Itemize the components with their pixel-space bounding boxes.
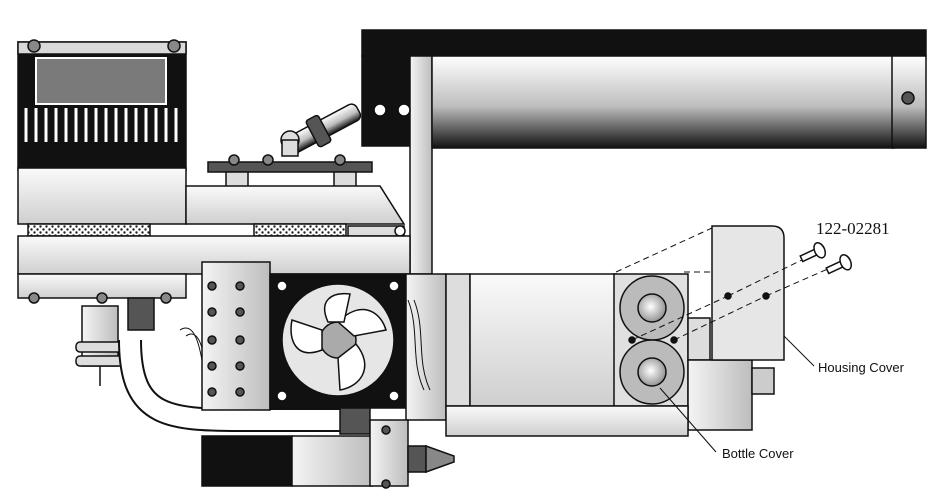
fan-right-plate	[405, 273, 447, 421]
tube-end-screw	[901, 91, 915, 105]
heat-sink-block	[17, 39, 187, 225]
gasket-right	[253, 223, 347, 237]
housing-cover-label: Housing Cover	[818, 360, 905, 375]
nozzle-and-tubing	[75, 297, 340, 432]
coolant-tube	[120, 339, 340, 430]
main-block	[469, 273, 617, 407]
tube-fitting	[127, 297, 155, 331]
fan-block	[201, 261, 447, 421]
side-knob	[751, 367, 775, 395]
cone-nozzle	[425, 444, 455, 474]
top-plate	[207, 161, 373, 173]
wedge-plate	[185, 185, 406, 225]
motor-dark-housing	[201, 435, 293, 487]
bottom-motor	[201, 419, 455, 489]
angled-knob	[280, 103, 362, 157]
bracket-screw-1	[373, 103, 387, 117]
upper-tube-assembly	[361, 29, 927, 275]
gasket-left	[27, 223, 151, 237]
bottle-cover-label: Bottle Cover	[722, 446, 794, 461]
upper-bracket-left	[361, 55, 413, 147]
heat-sink-base	[17, 167, 187, 225]
heat-sink-fins	[24, 108, 178, 142]
leader-lines	[659, 335, 815, 453]
vertical-post	[409, 55, 433, 275]
explode-lines	[615, 227, 831, 341]
bottle-housing	[339, 273, 775, 437]
screw-icons	[799, 242, 853, 275]
leader-housing-cover	[783, 335, 815, 367]
upper-tube	[431, 55, 895, 149]
mid-plate-assembly	[17, 154, 411, 304]
upper-bracket-top	[361, 29, 927, 57]
fan-blades	[290, 292, 387, 391]
housing-cover	[711, 225, 785, 361]
bottom-extension	[687, 359, 753, 431]
part-number-label: 122-02281	[816, 219, 890, 238]
leader-bottle-cover	[659, 387, 717, 453]
screw-icon	[825, 254, 853, 275]
motor-body	[291, 435, 373, 487]
housing-cover-part	[711, 225, 785, 361]
bracket-screw-2	[397, 103, 411, 117]
heat-sink-window	[35, 57, 167, 105]
screw-icon	[799, 242, 827, 263]
